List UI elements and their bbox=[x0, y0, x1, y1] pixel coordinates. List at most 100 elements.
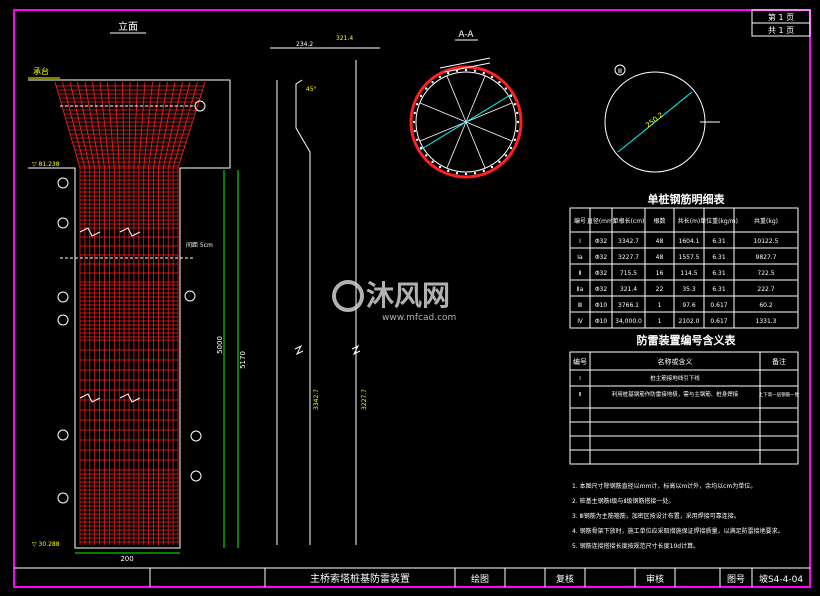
rebar-cell: 722.5 bbox=[757, 270, 774, 277]
bar-dot bbox=[513, 103, 517, 106]
rebar-cell: 6.31 bbox=[712, 286, 726, 293]
callout-bubble bbox=[194, 100, 206, 112]
bar-dot bbox=[424, 154, 428, 157]
rebar-cell: 6.31 bbox=[712, 254, 726, 261]
rebar-cell: 6.31 bbox=[712, 238, 726, 245]
bar-dot bbox=[419, 146, 423, 150]
drawing-title: 主桥索塔桩基防雷装置 bbox=[310, 572, 410, 585]
rebar-table-title: 单桩钢筋明细表 bbox=[648, 192, 726, 206]
rebar-cell: 48 bbox=[656, 238, 664, 245]
drawing-frame bbox=[13, 9, 811, 588]
main-bar bbox=[138, 81, 146, 169]
bar-dot bbox=[415, 138, 419, 141]
section-aa: A-A bbox=[409, 30, 523, 179]
code-cell: Ⅱ bbox=[579, 392, 582, 398]
dim-bar-top: 234.2 bbox=[296, 41, 313, 48]
bar-dot bbox=[509, 94, 513, 98]
callout-bubble bbox=[190, 470, 202, 482]
angle-label: 45° bbox=[306, 86, 317, 93]
rebar-header: 直径(mm) bbox=[587, 217, 615, 225]
section-spokes bbox=[412, 68, 520, 176]
rebar-cell: 715.5 bbox=[620, 270, 637, 277]
bar-dot bbox=[464, 68, 468, 72]
note-line: 1. 本图尺寸除钢筋直径以mm计，标高以m计外，余均以cm为单位。 bbox=[572, 482, 756, 490]
main-bar bbox=[167, 81, 191, 169]
rebar-cell: Φ32 bbox=[595, 270, 608, 277]
bar-dot bbox=[413, 129, 416, 133]
bar-dot bbox=[516, 111, 519, 115]
rebar-cell: 1604.1 bbox=[679, 238, 700, 245]
spoke bbox=[465, 75, 486, 123]
rebar-cell: 2102.0 bbox=[679, 318, 700, 325]
svg-text:Ⅲ: Ⅲ bbox=[618, 68, 622, 75]
bar-dot bbox=[490, 165, 494, 169]
rebar-header: 单根长(cm) bbox=[613, 217, 645, 225]
bar-dot bbox=[438, 165, 442, 169]
code-table-title: 防雷装置编号含义表 bbox=[637, 333, 737, 347]
rebar-cell: Φ32 bbox=[595, 286, 608, 293]
spoke bbox=[465, 121, 513, 142]
cap-label: 承台 bbox=[33, 66, 49, 76]
bar-dot bbox=[431, 160, 434, 164]
rebar-cell: 34,000.0 bbox=[615, 318, 642, 325]
elev-bottom-label: ▽ 30.288 bbox=[32, 541, 60, 548]
note-line: 3. Ⅲ钢筋为主筋箍筋，加密区按设计布置，采用焊接可靠连接。 bbox=[572, 512, 740, 520]
bar-dot bbox=[509, 146, 513, 150]
rebar-cell: 1 bbox=[658, 302, 662, 309]
rebar-header: 共重(kg) bbox=[754, 217, 778, 225]
sheet-total-label: 共 1 页 bbox=[768, 26, 794, 35]
callout-bubble bbox=[57, 177, 69, 189]
callout-bubble bbox=[57, 429, 69, 441]
watermark-url: www.mfcad.com bbox=[382, 313, 456, 323]
bar-dot bbox=[424, 87, 428, 90]
rebar-cell: 9827.7 bbox=[756, 254, 777, 261]
bar-dot bbox=[498, 80, 501, 84]
callout-bubble bbox=[57, 291, 69, 303]
bar-dot bbox=[412, 120, 416, 124]
bar-dot bbox=[473, 172, 477, 175]
bar-detail-view: 234.2 321.4 45° 3342.7 3227.7 bbox=[270, 35, 380, 545]
spoke bbox=[419, 121, 467, 142]
title-block: 主桥索塔桩基防雷装置 绘图 复核 审核 图号 坡S4-4-04 bbox=[14, 567, 810, 587]
rebar-cell: Ⅰa bbox=[577, 254, 583, 261]
dim-total: 5170 bbox=[239, 351, 247, 369]
bar-dot bbox=[516, 120, 520, 124]
callouts bbox=[57, 100, 206, 504]
rebar-cell: Φ32 bbox=[595, 238, 608, 245]
bar-dot bbox=[513, 138, 517, 141]
review-label: 复核 bbox=[556, 573, 574, 585]
rebar-cell: 6.31 bbox=[712, 270, 726, 277]
rebar-header: 共长(m) bbox=[678, 217, 701, 225]
svg-text:250.2: 250.2 bbox=[644, 111, 665, 130]
spoke bbox=[446, 75, 467, 123]
elevation-view: 立面 承台 ▽ 81.238 ▽ 30.288 200 5000 5170 间距… bbox=[28, 20, 247, 563]
note-line: 4. 钢筋骨架下放时，施工单位应采取措施保证焊接质量，以满足防雷接地要求。 bbox=[572, 527, 784, 535]
drawing-number: 坡S4-4-04 bbox=[759, 573, 803, 585]
rebar-cell: Ⅰ bbox=[579, 238, 581, 245]
watermark-logo bbox=[332, 280, 364, 312]
rebar-cell: Φ10 bbox=[595, 302, 608, 309]
watermark: 沐风网 www.mfcad.com bbox=[332, 279, 456, 323]
bar-dot bbox=[415, 103, 419, 106]
rebar-cell: 321.4 bbox=[620, 286, 637, 293]
main-bar bbox=[92, 81, 105, 169]
rebar-cell: 3342.7 bbox=[618, 238, 639, 245]
spoke bbox=[419, 102, 467, 123]
rebar-cell: Φ10 bbox=[595, 318, 608, 325]
code-header: 备注 bbox=[772, 357, 786, 366]
main-bar bbox=[122, 81, 125, 169]
rebar-header: 根数 bbox=[653, 217, 665, 225]
rebar-cell: 0.617 bbox=[710, 318, 727, 325]
svg-text:3342.7: 3342.7 bbox=[313, 389, 320, 410]
bar-dot bbox=[438, 75, 442, 79]
draw-label: 绘图 bbox=[471, 573, 489, 585]
main-bar bbox=[62, 81, 86, 169]
rebar-cell: 1 bbox=[658, 318, 662, 325]
rebar-cell: 97.6 bbox=[682, 302, 696, 309]
callout-bubble bbox=[57, 492, 69, 504]
main-bar bbox=[148, 81, 161, 169]
dim-pile-len: 5000 bbox=[216, 336, 224, 354]
rebar-cell: 1331.3 bbox=[756, 318, 777, 325]
